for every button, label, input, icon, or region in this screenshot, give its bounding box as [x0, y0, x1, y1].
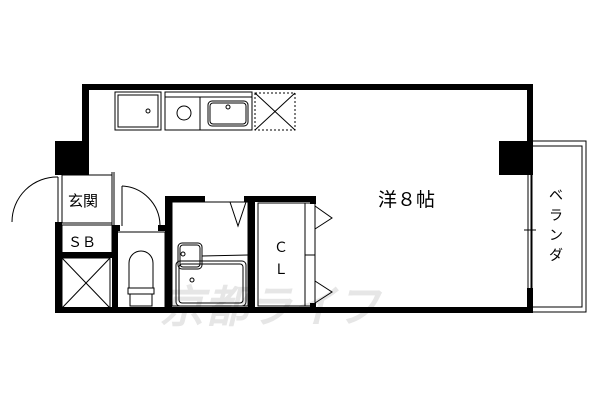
sink	[207, 100, 249, 127]
entrance-door	[11, 176, 59, 223]
toilet-room	[116, 231, 166, 309]
svg-text:ダ: ダ	[549, 248, 563, 264]
closet-label-l: Ｌ	[274, 262, 288, 278]
veranda-outline	[531, 140, 587, 313]
pillar	[499, 141, 533, 175]
veranda-inner	[531, 145, 583, 308]
svg-text:ン: ン	[549, 228, 563, 244]
stove-burner	[176, 105, 192, 121]
entrance-label: 玄関	[68, 192, 98, 210]
svg-text:ラ: ラ	[549, 208, 563, 224]
closet-door	[314, 205, 333, 230]
toilet-door	[121, 185, 161, 226]
main-room-label: 洋８帖	[378, 189, 435, 211]
veranda-label: ベ ラ ン ダ	[549, 188, 563, 264]
refrigerator	[114, 91, 162, 131]
laundry-space	[254, 92, 296, 131]
pillar	[55, 141, 89, 175]
toilet	[128, 250, 154, 289]
shoe-box-label: ＳＢ	[68, 235, 96, 251]
bathtub	[175, 260, 247, 307]
walls	[55, 84, 533, 313]
kitchen-counter	[164, 91, 253, 131]
closet-label-c: Ｃ	[274, 240, 288, 256]
svg-text:ベ: ベ	[549, 188, 563, 204]
